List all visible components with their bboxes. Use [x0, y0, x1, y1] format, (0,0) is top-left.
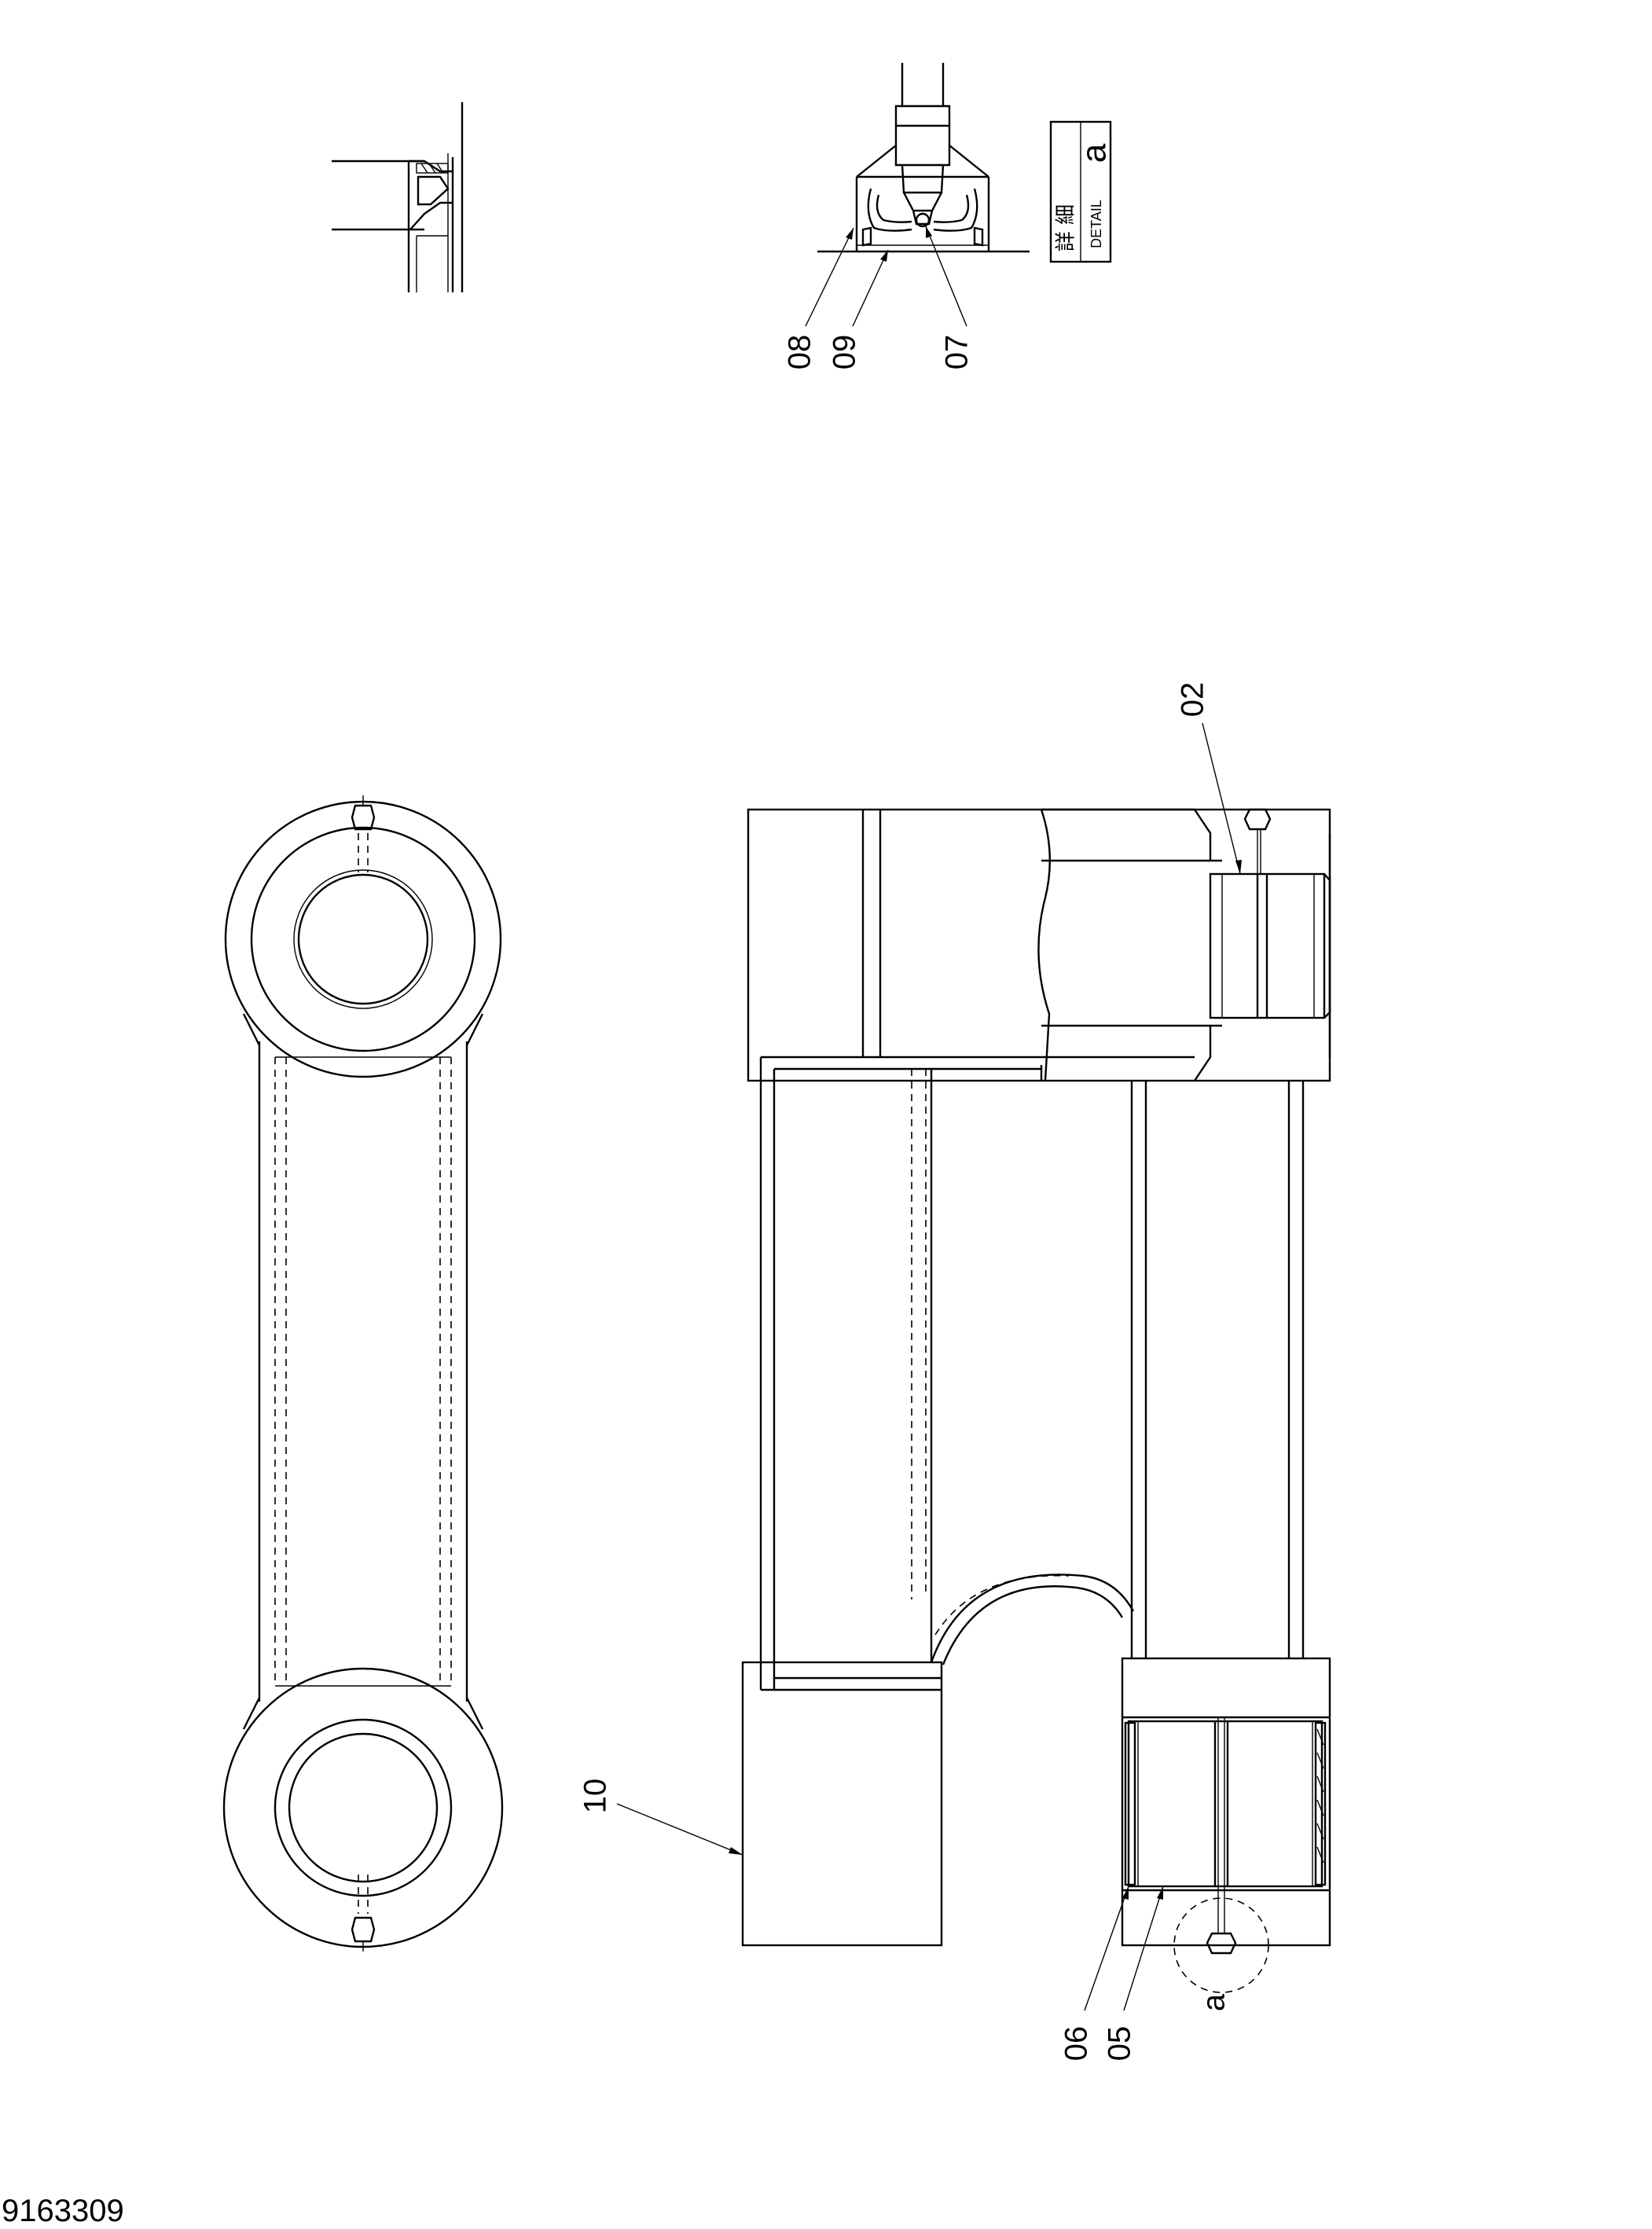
detail-box-letter: a — [1075, 143, 1114, 163]
detail-a-circle — [1173, 1897, 1269, 1993]
callout-06: 06 — [1059, 2026, 1094, 2062]
callout-08: 08 — [783, 335, 817, 370]
callout-10: 10 — [578, 1779, 613, 1814]
main-view-leaders: 02 10 06 05 a — [578, 682, 1242, 2062]
link-front-view — [222, 795, 504, 1952]
detail-box-label: DETAIL — [1088, 200, 1104, 248]
seal-section-sketch — [332, 102, 464, 292]
detail-a-grease-fitting — [817, 63, 1030, 253]
detail-title-box: a 詳 細 DETAIL — [1049, 120, 1114, 263]
link-side-section — [741, 808, 1331, 1993]
detail-box-kanji: 詳 細 — [1055, 204, 1078, 252]
callout-07: 07 — [940, 335, 975, 370]
callout-05: 05 — [1103, 2026, 1137, 2062]
callout-09: 09 — [828, 335, 862, 370]
detail-marker-a: a — [1197, 1993, 1232, 2011]
callout-02: 02 — [1176, 682, 1210, 718]
detail-a-leaders: 08 09 07 — [783, 226, 975, 369]
drawing-number: 9163309 — [2, 2194, 124, 2228]
